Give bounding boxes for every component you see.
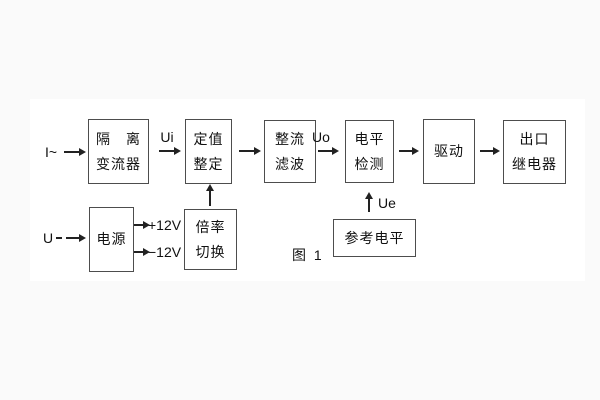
ui-signal-label: Ui <box>160 129 174 145</box>
figure-caption: 图 1 <box>292 247 324 263</box>
block-reference-line1: 参考电平 <box>344 229 405 246</box>
block-relay-line1: 出口 <box>519 131 550 147</box>
block-ratio-line1: 倍率 <box>195 218 226 235</box>
block-rectifier-line1: 整流 <box>275 130 305 147</box>
block-isolation-converter: 隔 离 变流器 <box>88 119 149 184</box>
block-driver-line1: 驱动 <box>434 143 464 159</box>
block-output-relay: 出口 继电器 <box>503 120 566 184</box>
block-setpoint-line2: 整定 <box>193 155 224 172</box>
block-power-line1: 电源 <box>96 231 127 247</box>
uo-signal-label: Uo <box>312 129 330 145</box>
input-voltage-label: U <box>42 230 54 246</box>
block-reference-level: 参考电平 <box>333 219 416 257</box>
block-rectifier-line2: 滤波 <box>275 155 305 172</box>
block-setpoint-setting: 定值 整定 <box>185 119 232 184</box>
input-current-label: I~ <box>44 144 58 160</box>
block-relay-line2: 继电器 <box>512 156 557 172</box>
block-ratio-switch: 倍率 切换 <box>184 209 237 270</box>
block-isolation-line2: 变流器 <box>96 155 141 172</box>
block-isolation-line1: 隔 离 <box>96 130 141 147</box>
block-level-detector: 电平 检测 <box>345 120 394 183</box>
block-ratio-line2: 切换 <box>195 243 226 260</box>
block-level-line2: 检测 <box>354 155 385 172</box>
block-driver: 驱动 <box>423 119 475 184</box>
block-setpoint-line1: 定值 <box>193 130 224 147</box>
neg-rail-label: −12V <box>148 244 182 260</box>
block-level-line1: 电平 <box>354 130 385 147</box>
pos-rail-label: +12V <box>148 217 182 233</box>
block-power-supply: 电源 <box>89 207 134 272</box>
block-rectifier-filter: 整流 滤波 <box>264 120 316 183</box>
ue-signal-label: Ue <box>378 195 396 211</box>
